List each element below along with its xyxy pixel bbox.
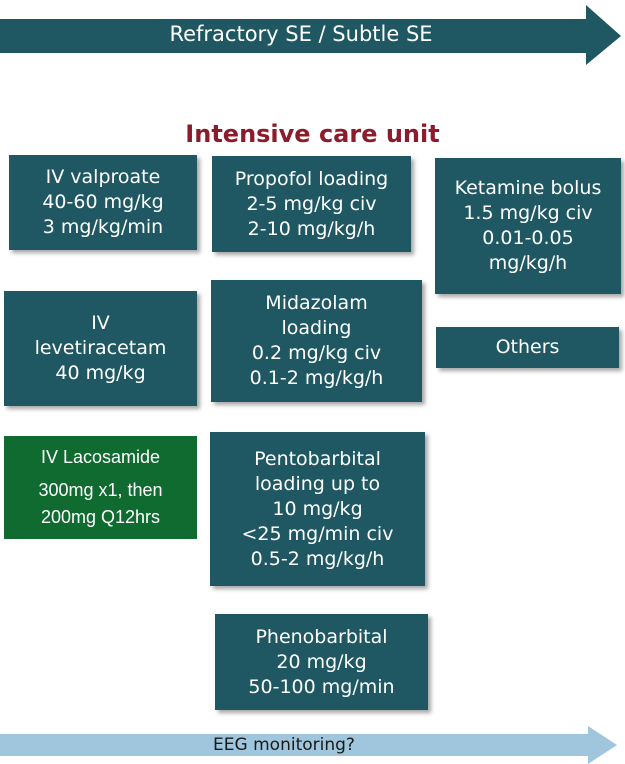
box-line: 40 mg/kg: [55, 362, 146, 384]
box-line: mg/kg/h: [488, 252, 568, 274]
box-line: Midazolam: [265, 292, 368, 314]
box-line: 2-5 mg/kg civ: [246, 192, 377, 215]
box-line: loading: [281, 317, 352, 339]
others-box: Others: [436, 327, 619, 368]
box-line: Propofol loading: [234, 167, 389, 190]
box-line: 20 mg/kg: [276, 650, 367, 673]
box-line: 50-100 mg/min: [248, 675, 395, 698]
pentobarbital-box: Pentobarbital loading up to 10 mg/kg <25…: [210, 432, 425, 586]
section-title: Intensive care unit: [185, 120, 440, 148]
propofol-box: Propofol loading 2-5 mg/kg civ 2-10 mg/k…: [212, 156, 411, 252]
box-line: Ketamine bolus: [454, 177, 602, 199]
box-line: 200mg Q12hrs: [40, 507, 161, 527]
box-line: 10 mg/kg: [272, 497, 363, 520]
box-line: loading up to: [254, 472, 381, 495]
box-line: 2-10 mg/kg/h: [247, 217, 376, 240]
bottom-arrow-label: EEG monitoring?: [213, 735, 355, 755]
box-line: 0.1-2 mg/kg/h: [249, 367, 384, 389]
box-line: Phenobarbital: [255, 625, 388, 648]
box-line: IV: [91, 312, 110, 334]
lacosamide-box: IV Lacosamide 300mg x1, then 200mg Q12hr…: [4, 436, 197, 539]
box-line: 1.5 mg/kg civ: [463, 202, 593, 224]
box-line: Pentobarbital: [254, 447, 381, 470]
box-line: <25 mg/min civ: [241, 522, 394, 545]
box-line: 40-60 mg/kg: [42, 191, 164, 213]
box-line: IV Lacosamide: [40, 447, 161, 467]
box-line: 0.2 mg/kg civ: [251, 342, 382, 364]
box-line: 3 mg/kg/min: [42, 216, 164, 238]
box-line: 0.5-2 mg/kg/h: [250, 547, 385, 570]
box-line: levetiracetam: [34, 337, 167, 359]
phenobarbital-box: Phenobarbital 20 mg/kg 50-100 mg/min: [215, 614, 428, 710]
box-line: Others: [495, 336, 560, 358]
levetiracetam-box: IV levetiracetam 40 mg/kg: [4, 291, 197, 406]
refractory-se-arrow: Refractory SE / Subtle SE: [0, 3, 622, 67]
bottom-arrow-shape: [0, 726, 617, 764]
box-line: 300mg x1, then: [38, 480, 163, 500]
box-line: 0.01-0.05: [482, 227, 574, 249]
valproate-box: IV valproate 40-60 mg/kg 3 mg/kg/min: [9, 155, 197, 250]
box-line: IV valproate: [45, 166, 161, 188]
ketamine-box: Ketamine bolus 1.5 mg/kg civ 0.01-0.05 m…: [435, 158, 621, 294]
top-arrow-shape: [0, 5, 621, 65]
midazolam-box: Midazolam loading 0.2 mg/kg civ 0.1-2 mg…: [211, 280, 422, 402]
top-arrow-label: Refractory SE / Subtle SE: [169, 22, 433, 46]
eeg-monitoring-arrow: EEG monitoring?: [0, 726, 618, 764]
